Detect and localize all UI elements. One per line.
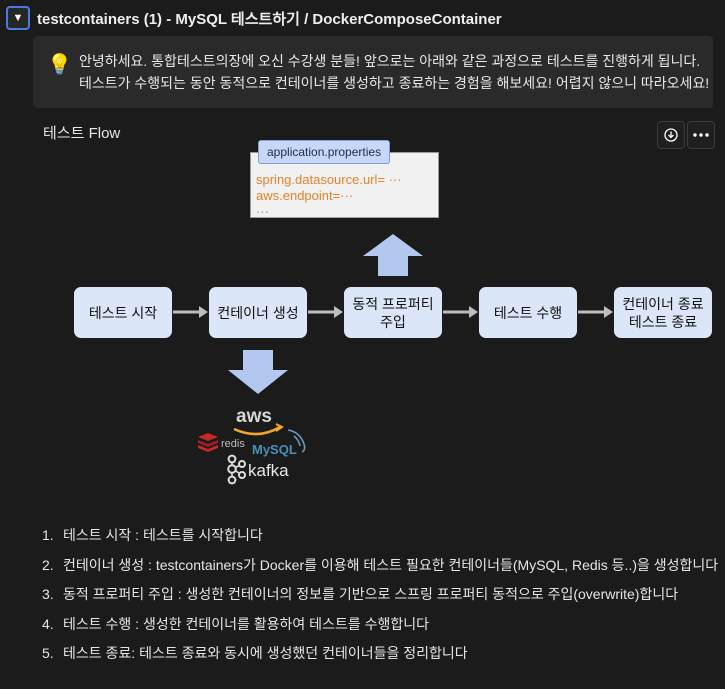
steps-list: 1. 테스트 시작 : 테스트를 시작합니다 2. 컨테이너 생성 : test… — [42, 526, 718, 674]
image-actions — [657, 121, 715, 149]
flow-box-test-start: 테스트 시작 — [74, 287, 172, 338]
flow-box-label-2: 테스트 종료 — [628, 313, 698, 330]
list-text: 동적 프로퍼티 주입 : 생성한 컨테이너의 정보를 기반으로 스프링 프로퍼티… — [63, 586, 679, 602]
toggle-header: ▼ testcontainers (1) - MySQL 테스트하기 / Doc… — [6, 6, 502, 30]
flow-box-label: 테스트 시작 — [88, 304, 158, 321]
arrow-right-icon — [578, 306, 613, 318]
kafka-logo: kafka — [227, 454, 289, 485]
properties-tag: application.properties — [258, 140, 391, 164]
property-line-2: aws.endpoint=··· — [256, 188, 354, 203]
callout-text: 안녕하세요. 통합테스트의장에 오신 수강생 분들! 앞으로는 아래와 같은 과… — [79, 50, 709, 94]
arrow-right-icon — [173, 306, 208, 318]
flow-box-label: 테스트 수행 — [493, 304, 563, 321]
list-text: 테스트 수행 : 생성한 컨테이너를 활용하여 테스트를 수행합니다 — [63, 615, 429, 632]
tech-logos: aws redis MySQL kafka — [198, 406, 306, 485]
lightbulb-icon: 💡 — [47, 54, 72, 76]
list-item: 5. 테스트 종료: 테스트 종료와 동시에 생성했던 컨테이너들을 정리합니다 — [42, 644, 718, 662]
flow-box-label: 컨테이너 생성 — [217, 304, 299, 321]
diagram-title: 테스트 Flow — [43, 125, 121, 142]
list-text: 컨테이너 생성 : testcontainers가 Docker를 이용해 테스… — [63, 556, 719, 573]
page-title: testcontainers (1) - MySQL 테스트하기 / Docke… — [37, 10, 502, 28]
mysql-logo-text: MySQL — [252, 442, 297, 457]
list-text: 테스트 시작 : 테스트를 시작합니다 — [63, 527, 263, 543]
list-number: 3. — [42, 586, 54, 602]
arrow-right-icon — [308, 306, 343, 318]
download-icon — [664, 128, 678, 142]
flow-box-dynamic-property: 동적 프로퍼티 주입 — [344, 287, 442, 338]
toggle-caret-icon[interactable]: ▼ — [6, 6, 30, 30]
more-options-button[interactable] — [687, 121, 715, 149]
up-arrow-icon — [363, 234, 423, 276]
list-number: 1. — [42, 527, 54, 543]
flow-box-test-run: 테스트 수행 — [479, 287, 577, 338]
callout: 💡 안녕하세요. 통합테스트의장에 오신 수강생 분들! 앞으로는 아래와 같은… — [33, 36, 713, 108]
redis-logo-text: redis — [221, 438, 245, 450]
kafka-logo-text: kafka — [248, 461, 289, 480]
flow-box-label-2: 주입 — [380, 313, 406, 330]
list-text: 테스트 종료: 테스트 종료와 동시에 생성했던 컨테이너들을 정리합니다 — [63, 645, 468, 661]
list-number: 4. — [42, 615, 54, 632]
download-button[interactable] — [657, 121, 685, 149]
properties-lines: spring.datasource.url= ··· aws.endpoint=… — [256, 172, 402, 220]
flow-box-label: 컨테이너 종료 — [622, 295, 704, 312]
property-line-3: ··· — [256, 204, 269, 219]
flow-box-container-create: 컨테이너 생성 — [209, 287, 307, 338]
property-line-1: spring.datasource.url= ··· — [256, 172, 402, 187]
list-item: 1. 테스트 시작 : 테스트를 시작합니다 — [42, 526, 718, 544]
list-item: 4. 테스트 수행 : 생성한 컨테이너를 활용하여 테스트를 수행합니다 — [42, 615, 718, 633]
list-item: 2. 컨테이너 생성 : testcontainers가 Docker를 이용해… — [42, 556, 718, 574]
aws-logo: aws — [233, 406, 284, 436]
more-icon — [693, 133, 709, 137]
down-arrow-icon — [228, 350, 288, 394]
mysql-logo: MySQL — [252, 429, 306, 457]
callout-line-1: 안녕하세요. 통합테스트의장에 오신 수강생 분들! 앞으로는 아래와 같은 과… — [79, 53, 701, 69]
aws-logo-text: aws — [236, 406, 272, 427]
list-item: 3. 동적 프로퍼티 주입 : 생성한 컨테이너의 정보를 기반으로 스프링 프… — [42, 585, 718, 603]
arrow-right-icon — [443, 306, 478, 318]
redis-logo: redis — [198, 433, 245, 452]
callout-line-2: 테스트가 수행되는 동안 동적으로 컨테이너를 생성하고 종료하는 경험을 해보… — [79, 75, 710, 91]
list-number: 2. — [42, 556, 54, 573]
flow-box-label: 동적 프로퍼티 — [352, 295, 434, 312]
flow-box-container-stop: 컨테이너 종료 테스트 종료 — [614, 287, 712, 338]
list-number: 5. — [42, 645, 54, 661]
